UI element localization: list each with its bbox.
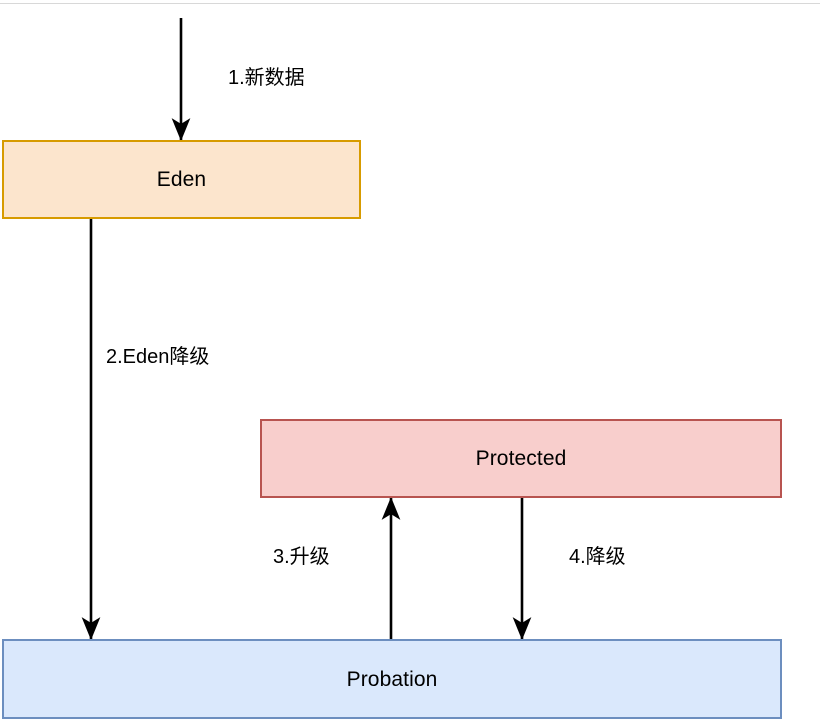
edge-label-promote: 3.升级	[273, 546, 330, 568]
node-eden-label: Eden	[156, 168, 207, 191]
node-protected-label: Protected	[475, 447, 567, 470]
edge-label-new-data: 1.新数据	[228, 67, 305, 89]
edge-label-eden-demote: 2.Eden降级	[106, 346, 210, 368]
node-protected[interactable]: Protected	[260, 419, 782, 498]
edge-label-demote: 4.降级	[569, 546, 626, 568]
node-eden[interactable]: Eden	[2, 140, 361, 219]
node-probation-label: Probation	[346, 667, 438, 691]
node-probation[interactable]: Probation	[2, 639, 782, 719]
top-divider-rule	[0, 3, 820, 4]
